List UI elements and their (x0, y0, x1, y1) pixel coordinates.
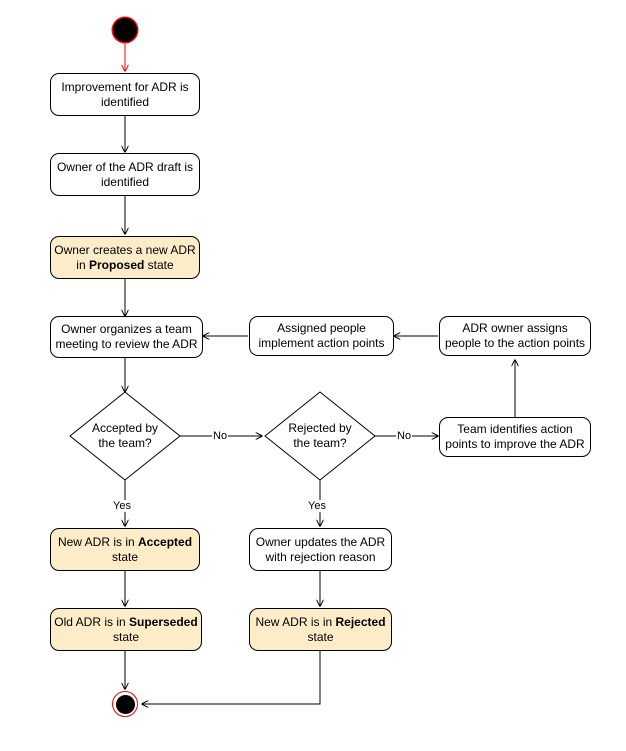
end-node (112, 691, 138, 717)
edge-label-no-accepted: No (212, 430, 229, 442)
decision-line-2: the team? (98, 436, 152, 450)
activity-line-2-post: state (144, 257, 174, 272)
activity-line-1: Improvement for ADR is (61, 79, 189, 94)
activity-line-1: Team identifies action (457, 422, 573, 436)
activity-adr-accepted[interactable]: New ADR is in Accepted state (50, 528, 200, 571)
decision-line-1: Accepted by (91, 421, 159, 435)
activity-line-1: Owner organizes a team (61, 322, 192, 336)
state-name-accepted: Accepted (138, 534, 193, 549)
activity-line-1-pre: New ADR is in (57, 534, 138, 549)
activity-assign-people[interactable]: ADR owner assigns people to the action p… (439, 316, 591, 356)
activity-line-2: identified (100, 94, 150, 109)
end-node-fill (116, 695, 135, 714)
activity-line-1: ADR owner assigns (462, 321, 568, 335)
decision-line-2: the team? (293, 436, 347, 450)
activity-line-1: Assigned people (277, 321, 366, 335)
activity-line-2: state (307, 629, 334, 644)
activity-line-1-pre: New ADR is in (255, 614, 336, 629)
start-node (113, 18, 137, 42)
activity-adr-superseded[interactable]: Old ADR is in Superseded state (50, 608, 202, 651)
activity-line-1: Owner creates a new ADR (54, 242, 196, 257)
decision-accepted-by-team[interactable]: Accepted by the team? (70, 392, 180, 480)
activity-line-2: identified (100, 174, 150, 189)
activity-line-2: with rejection reason (265, 549, 376, 564)
activity-implement-action-points[interactable]: Assigned people implement action points (249, 316, 394, 356)
state-name-proposed: Proposed (88, 257, 145, 272)
activity-identify-action-points[interactable]: Team identifies action points to improve… (439, 417, 591, 457)
activity-line-1-pre: Old ADR is in (54, 614, 129, 629)
activity-line-2: implement action points (258, 336, 385, 350)
activity-line-2: meeting to review the ADR (55, 337, 198, 351)
activity-line-2: points to improve the ADR (445, 437, 585, 451)
state-name-superseded: Superseded (129, 614, 198, 629)
activity-line-2: state (112, 629, 139, 644)
activity-line-2: state (111, 549, 138, 564)
activity-adr-rejected[interactable]: New ADR is in Rejected state (249, 608, 392, 651)
activity-create-proposed-adr[interactable]: Owner creates a new ADR in Proposed stat… (50, 236, 200, 279)
decision-rejected-by-team[interactable]: Rejected by the team? (265, 392, 375, 480)
state-name-rejected: Rejected (335, 614, 386, 629)
activity-improvement-identified[interactable]: Improvement for ADR is identified (50, 73, 200, 116)
edge-label-yes-accepted: Yes (112, 500, 132, 512)
activity-line-1: Owner of the ADR draft is (56, 159, 194, 174)
activity-line-2-pre: in (76, 257, 89, 272)
activity-owner-identified[interactable]: Owner of the ADR draft is identified (50, 153, 200, 196)
activity-line-2: people to the action points (444, 336, 586, 350)
activity-line-1: Owner updates the ADR (255, 534, 386, 549)
edge-label-yes-rejected: Yes (307, 500, 327, 512)
activity-update-rejection-reason[interactable]: Owner updates the ADR with rejection rea… (249, 528, 392, 571)
activity-team-meeting[interactable]: Owner organizes a team meeting to review… (50, 316, 203, 358)
decision-line-1: Rejected by (288, 421, 352, 435)
edge-label-no-rejected: No (396, 430, 413, 442)
